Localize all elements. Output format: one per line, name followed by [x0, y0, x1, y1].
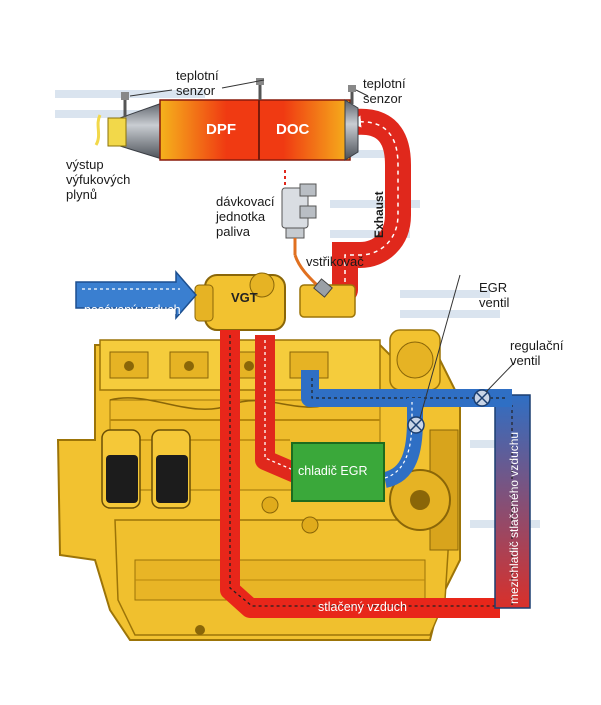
compressed-air-pipe: [220, 330, 500, 618]
label-injector: vstřikovač: [306, 254, 364, 269]
label-charge-air-cooler: mezichladič stlačeného vzduchu: [507, 431, 521, 604]
control-valve: [473, 361, 516, 407]
label-control-valve: regulační ventil: [510, 338, 564, 368]
label-egr-valve: EGR ventil: [479, 280, 510, 310]
label-doc: DOC: [276, 121, 310, 138]
label-intake-air: nasávaný vzduch: [84, 303, 181, 317]
label-egr-cooler: chladič EGR: [298, 464, 368, 478]
label-vgt: VGT: [231, 290, 258, 305]
label-temp-sensor-left: teplotní senzor: [176, 68, 219, 98]
label-compressed-air: stlačený vzduch: [318, 600, 407, 614]
exhaust-pipe: [299, 108, 411, 318]
label-dpf: DPF: [206, 121, 236, 138]
charge-air-cooler: [494, 394, 531, 609]
dosing-unit: [281, 170, 333, 298]
label-exhaust-outlet: výstup výfukových plynů: [66, 157, 131, 202]
label-temp-sensor-right: teplotní senzor: [363, 76, 406, 106]
vgt-turbo: [194, 272, 286, 331]
intake-air-arrow: [75, 269, 197, 321]
label-dosing-unit: dávkovací jednotka paliva: [216, 194, 275, 239]
label-exhaust: Exhaust: [372, 191, 386, 238]
egr-valve: [407, 274, 461, 434]
egr-cooler-box: [291, 442, 385, 502]
dpf-doc-filter: [94, 78, 369, 161]
